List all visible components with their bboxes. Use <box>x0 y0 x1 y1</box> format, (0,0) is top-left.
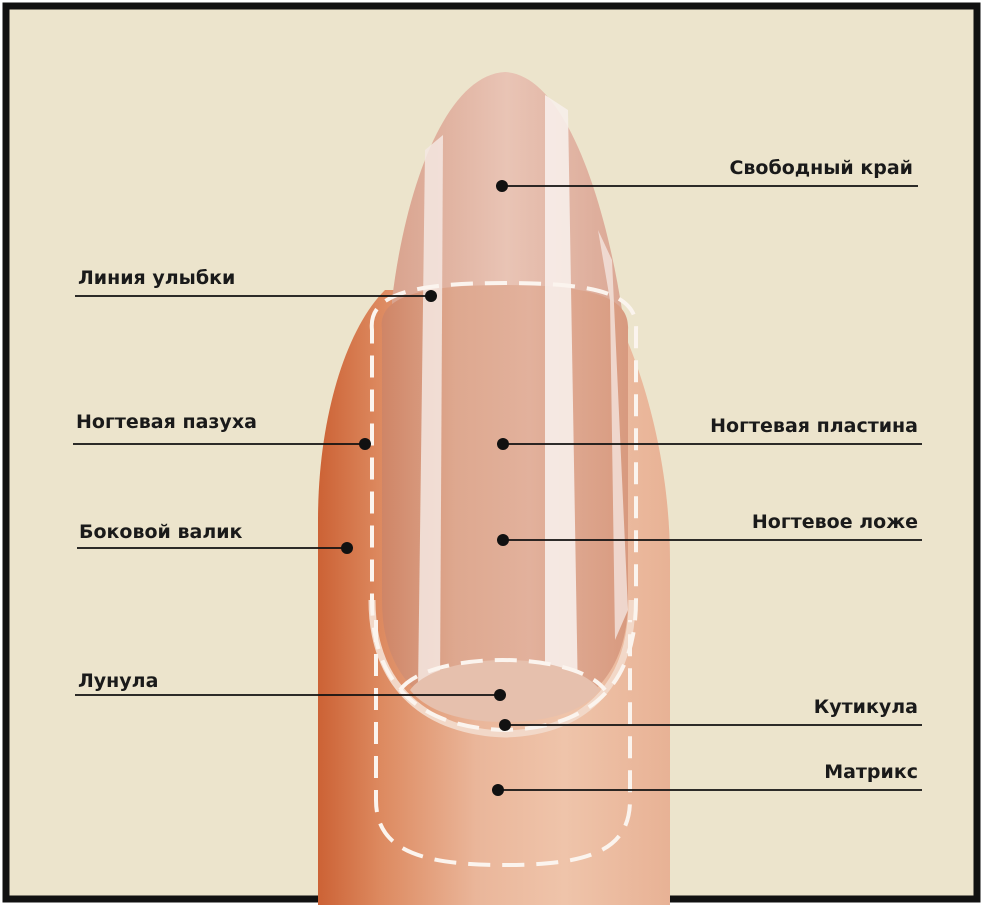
pointer-dot <box>494 689 506 701</box>
pointer-dot <box>425 290 437 302</box>
label-cuticle: Кутикула <box>814 696 918 718</box>
label-nail-plate: Ногтевая пластина <box>710 415 918 437</box>
pointer-dot <box>497 534 509 546</box>
pointer-dot <box>359 438 371 450</box>
pointer-dot <box>499 719 511 731</box>
pointer-dot <box>496 180 508 192</box>
label-lateral-fold: Боковой валик <box>79 521 243 543</box>
pointer-dot <box>341 542 353 554</box>
label-nail-bed: Ногтевое ложе <box>752 511 918 533</box>
label-lunula: Лунула <box>78 670 158 692</box>
label-free-edge: Свободный край <box>729 157 913 179</box>
label-smile-line: Линия улыбки <box>78 267 235 289</box>
pointer-dot <box>497 438 509 450</box>
label-nail-sinus: Ногтевая пазуха <box>76 411 257 433</box>
label-matrix: Матрикс <box>824 761 918 783</box>
pointer-dot <box>492 784 504 796</box>
